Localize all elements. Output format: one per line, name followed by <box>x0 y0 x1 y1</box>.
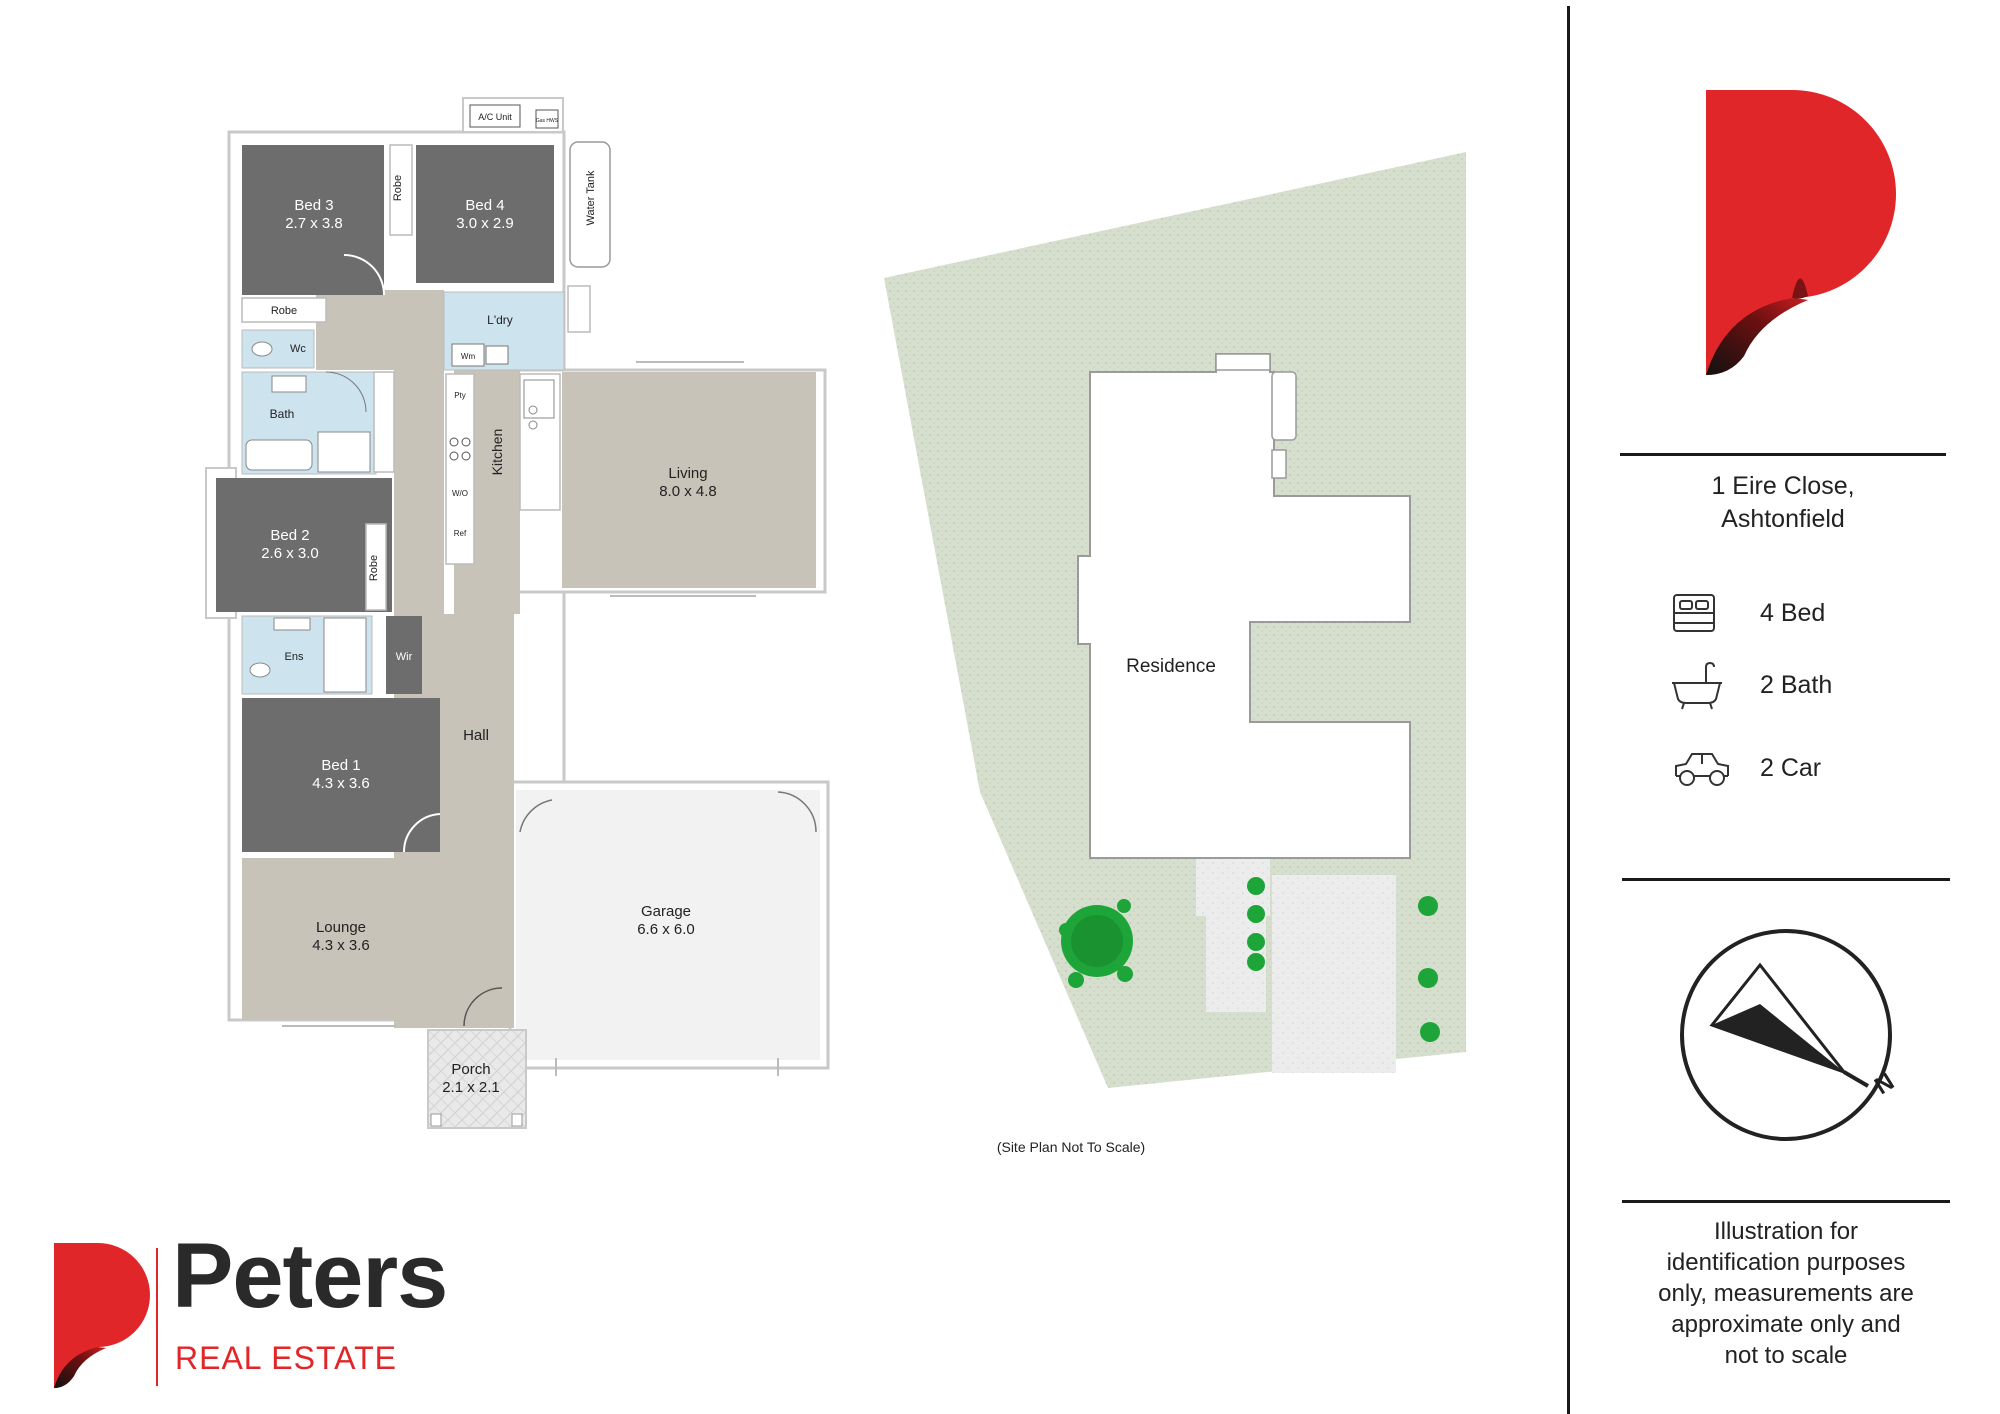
feature-bath: 2 Bath <box>1670 655 1832 715</box>
fridge-label: Ref <box>454 529 467 538</box>
ensuite-label: Ens <box>285 651 304 663</box>
bed4-size: 3.0 x 2.9 <box>456 215 514 232</box>
sidebar-rule-2 <box>1622 878 1950 881</box>
hall-label: Hall <box>463 727 489 744</box>
site-plan-note: (Site Plan Not To Scale) <box>997 1139 1145 1155</box>
garage-name: Garage <box>641 903 691 920</box>
pantry-label: Pty <box>454 391 466 400</box>
bed2-room <box>216 478 392 612</box>
brand-logo-mark-small <box>54 1243 150 1388</box>
feature-car: 2 Car <box>1670 738 1821 798</box>
wm-label: Wm <box>461 352 476 361</box>
feature-car-label: 2 Car <box>1760 753 1822 782</box>
bed2-name: Bed 2 <box>270 527 309 544</box>
address-line-2: Ashtonfield <box>1721 505 1845 533</box>
garage-room <box>516 790 820 1060</box>
robe-label-3: Robe <box>368 555 380 581</box>
robe-label-2: Robe <box>271 305 297 317</box>
lounge-size: 4.3 x 3.6 <box>312 937 370 954</box>
residence-label: Residence <box>1126 656 1216 677</box>
property-address: 1 Eire Close, Ashtonfield <box>1620 470 1946 536</box>
sidebar-vertical-divider <box>1567 6 1570 1414</box>
porch-area <box>427 1029 527 1129</box>
porch-size: 2.1 x 2.1 <box>442 1079 500 1096</box>
bed1-name: Bed 1 <box>321 757 360 774</box>
water-tank-label: Water Tank <box>585 170 597 226</box>
bed4-room <box>416 145 554 283</box>
address-line-1: 1 Eire Close, <box>1711 472 1855 500</box>
disclaimer-text: Illustration for identification purposes… <box>1658 1218 1914 1369</box>
feature-bed: 4 Bed <box>1670 583 1825 643</box>
bed1-room <box>242 698 440 852</box>
bed-icon <box>1673 594 1715 632</box>
bed3-name: Bed 3 <box>294 197 333 214</box>
bed3-size: 2.7 x 3.8 <box>285 215 343 232</box>
site-plan: Residence (Site Plan Not To Scale) <box>884 152 1466 1155</box>
wall-oven-label: W/O <box>452 489 468 498</box>
brand-name: Peters <box>172 1225 448 1327</box>
gas-hws-label: Gas HWS <box>536 118 559 124</box>
garage-size: 6.6 x 6.0 <box>637 921 695 938</box>
sidebar-rule-3 <box>1622 1200 1950 1203</box>
bed2-size: 2.6 x 3.0 <box>261 545 319 562</box>
feature-bed-label: 4 Bed <box>1760 598 1826 627</box>
living-name: Living <box>668 465 707 482</box>
porch-name: Porch <box>451 1061 490 1078</box>
living-room <box>562 372 816 588</box>
bath-label: Bath <box>270 407 295 421</box>
kitchen-label: Kitchen <box>489 429 505 476</box>
lounge-room <box>242 858 442 1020</box>
living-size: 8.0 x 4.8 <box>659 483 717 500</box>
driveway <box>1272 875 1396 1073</box>
compass-label: N <box>1870 1068 1899 1100</box>
wc-label: Wc <box>290 343 306 355</box>
wir-label: Wir <box>396 651 413 663</box>
ac-unit-label: A/C Unit <box>478 112 512 122</box>
lounge-name: Lounge <box>316 919 366 936</box>
floor-plan: Bed 3 2.7 x 3.8 Robe Bed 4 3.0 x 2.9 A/C… <box>205 97 830 1129</box>
bed4-name: Bed 4 <box>465 197 504 214</box>
brand-tagline: REAL ESTATE <box>175 1340 398 1376</box>
compass-icon <box>1680 929 1892 1141</box>
tree-icon <box>1059 899 1133 988</box>
feature-bath-label: 2 Bath <box>1760 670 1833 699</box>
shrub-icon <box>1247 877 1440 1042</box>
robe-label-1: Robe <box>392 175 404 201</box>
bed1-size: 4.3 x 3.6 <box>312 775 370 792</box>
bed3-room <box>242 145 384 295</box>
laundry-label: L'dry <box>487 313 513 327</box>
car-icon <box>1675 753 1729 786</box>
sidebar-rule-1 <box>1620 453 1946 456</box>
bathtub-icon <box>1672 661 1722 710</box>
brand-logo-mark <box>1706 90 1896 375</box>
